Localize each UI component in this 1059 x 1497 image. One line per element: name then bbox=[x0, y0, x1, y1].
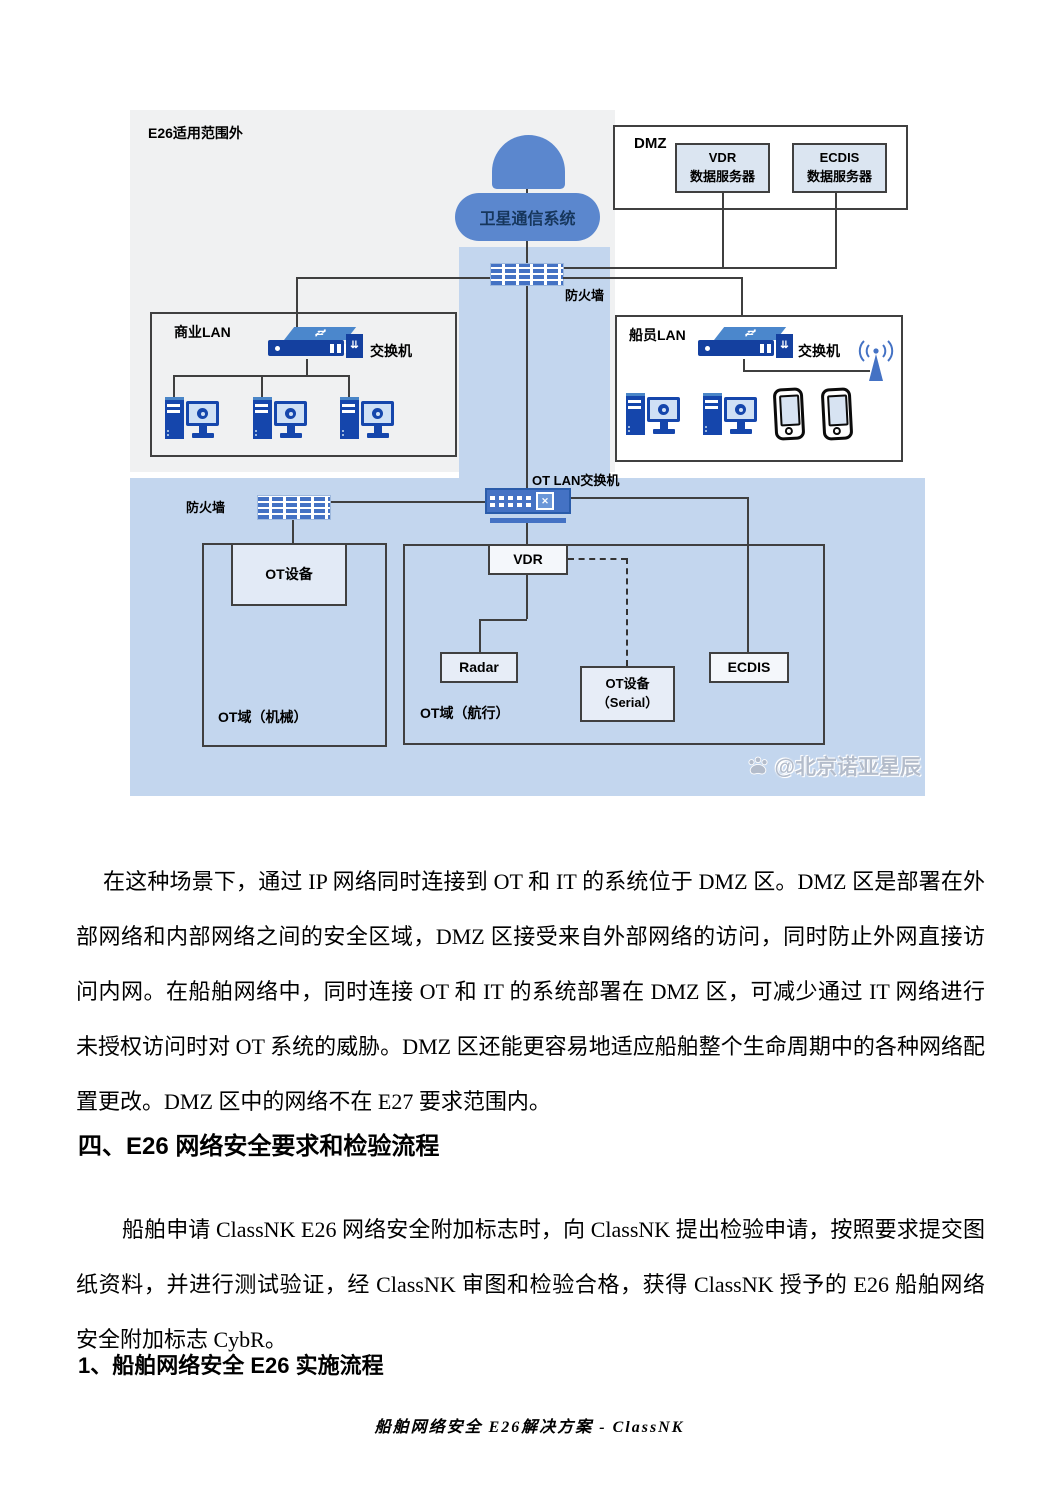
dish-link-line bbox=[526, 187, 528, 197]
vdr-data-server-box: VDR 数据服务器 bbox=[675, 143, 770, 193]
paragraph-dmz: 在这种场景下，通过 IP 网络同时连接到 OT 和 IT 的系统位于 DMZ 区… bbox=[76, 869, 985, 1114]
ot-nav-box: OT域（航行） bbox=[403, 544, 825, 745]
vdr-serial-dash-v bbox=[626, 558, 628, 666]
business-pc2-drop bbox=[261, 375, 263, 397]
ecdis-box: ECDIS bbox=[709, 652, 789, 683]
paragraph-classnk: 船舶申请 ClassNK E26 网络安全附加标志时，向 ClassNK 提出检… bbox=[76, 1217, 985, 1352]
vdr-serial-dash-h bbox=[568, 558, 627, 560]
watermark: @北京诺亚星辰 bbox=[745, 751, 921, 781]
desktop-computer-icon bbox=[253, 395, 309, 443]
vdr-server-sub: 数据服务器 bbox=[689, 169, 755, 184]
business-pc1-drop bbox=[173, 375, 175, 397]
firewall-bottom-label: 防火墙 bbox=[186, 500, 226, 515]
firewall-business-vline bbox=[296, 277, 298, 332]
vdr-radar-vline1 bbox=[526, 575, 528, 619]
desktop-computer-icon bbox=[703, 391, 759, 439]
business-switch-drop bbox=[306, 359, 308, 375]
crew-switch-label: 交换机 bbox=[798, 343, 840, 359]
desktop-computer-icon bbox=[626, 391, 682, 439]
wifi-antenna-icon bbox=[858, 340, 894, 381]
mobile-device-icon bbox=[772, 387, 806, 441]
ot-lan-switch-label: OT LAN交换机 bbox=[532, 473, 620, 488]
firewall-bottom-icon bbox=[257, 495, 331, 520]
firewall-top-icon bbox=[490, 263, 564, 286]
ecdis-label: ECDIS bbox=[727, 659, 771, 676]
dmz-label: DMZ bbox=[634, 135, 667, 152]
vdr-radar-hline bbox=[479, 619, 527, 621]
ot-switch-base bbox=[490, 518, 566, 523]
ot-serial-label1: OT设备 bbox=[605, 676, 650, 692]
mobile-device-icon bbox=[820, 387, 854, 441]
ot-device-label: OT设备 bbox=[265, 566, 313, 583]
business-lan-box: 商业LAN bbox=[150, 312, 457, 457]
crew-lan-label: 船员LAN bbox=[629, 327, 686, 343]
vdr-radar-vline2 bbox=[479, 619, 481, 652]
ecdis-data-server-box: ECDIS 数据服务器 bbox=[792, 143, 887, 193]
switch-vdr-line bbox=[526, 523, 528, 544]
ot-serial-label2: （Serial） bbox=[596, 695, 659, 710]
vdr-server-name: VDR bbox=[708, 150, 737, 166]
watermark-text: @北京诺亚星辰 bbox=[774, 756, 921, 779]
section-heading: 四、E26 网络安全要求和检验流程 bbox=[78, 1133, 440, 1160]
vdr-label: VDR bbox=[513, 551, 543, 568]
crew-switch-drop bbox=[743, 359, 745, 370]
satellite-trunk-line bbox=[526, 241, 528, 488]
ot-lan-switch-icon bbox=[485, 488, 571, 514]
ecdis-server-name: ECDIS bbox=[819, 150, 860, 166]
ot-nav-label: OT域（航行） bbox=[420, 705, 510, 721]
vdr-box: VDR bbox=[488, 544, 568, 575]
crew-switch-icon bbox=[698, 327, 793, 361]
crew-antenna-line bbox=[743, 370, 870, 372]
business-switch-icon bbox=[268, 327, 363, 361]
business-lan-label: 商业LAN bbox=[174, 324, 231, 340]
firewall-otdevice-line bbox=[292, 520, 294, 543]
dmz-box: DMZ bbox=[613, 125, 908, 210]
subsection-heading: 1、船舶网络安全 E26 实施流程 bbox=[78, 1353, 384, 1378]
satellite-system-node: 卫星通信系统 bbox=[455, 193, 600, 241]
ot-device-box: OT设备 bbox=[231, 543, 347, 606]
ot-machinery-label: OT域（机械） bbox=[218, 709, 308, 725]
firewall-crew-vline bbox=[741, 277, 743, 332]
firewall-business-hline bbox=[296, 277, 490, 279]
business-pc3-drop bbox=[348, 375, 350, 397]
switch-ecdis-hline bbox=[571, 497, 749, 499]
radar-box: Radar bbox=[440, 652, 518, 683]
firewall-top-label: 防火墙 bbox=[565, 288, 605, 303]
network-diagram-figure: E26适用范围外 卫星通信系统 DMZ VDR 数据服务器 ECDIS 数据服务… bbox=[130, 95, 925, 801]
desktop-computer-icon bbox=[165, 395, 221, 443]
paw-icon bbox=[747, 756, 768, 775]
firewall-otswitch-line bbox=[331, 501, 485, 503]
ecdis-server-link bbox=[835, 193, 837, 267]
switch-ecdis-vline bbox=[747, 497, 749, 652]
page-footer: 船舶网络安全 E26解决方案 - ClassNK bbox=[374, 1419, 685, 1436]
desktop-computer-icon bbox=[340, 395, 396, 443]
ot-serial-device-box: OT设备 （Serial） bbox=[580, 666, 675, 722]
vdr-server-link bbox=[722, 193, 724, 267]
radar-label: Radar bbox=[459, 659, 499, 676]
firewall-crew-hline bbox=[563, 277, 743, 279]
business-switch-label: 交换机 bbox=[370, 343, 412, 359]
satellite-dish-icon bbox=[492, 135, 565, 189]
dmz-firewall-link bbox=[563, 267, 837, 269]
outside-scope-label: E26适用范围外 bbox=[148, 125, 243, 141]
ecdis-server-sub: 数据服务器 bbox=[806, 169, 872, 184]
